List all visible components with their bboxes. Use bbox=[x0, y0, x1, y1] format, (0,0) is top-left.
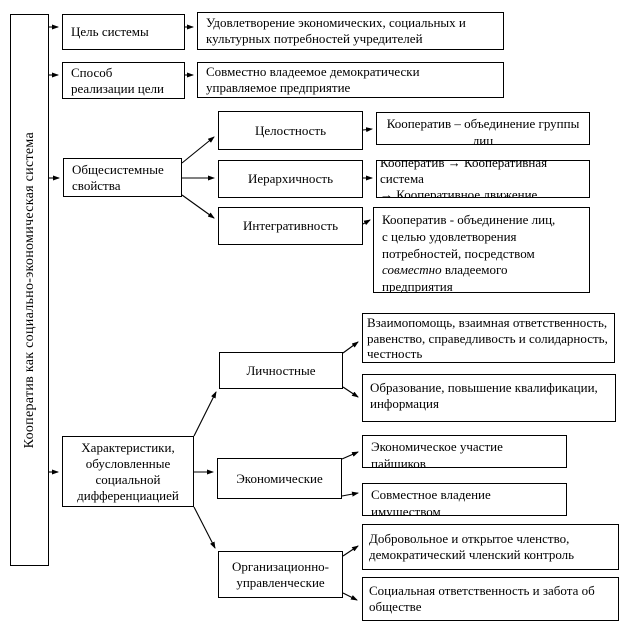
goal-content-box: Удовлетворение экономических, социальных… bbox=[197, 12, 504, 50]
goal-content: Удовлетворение экономических, социальных… bbox=[206, 15, 466, 46]
arrow-org-to-top bbox=[342, 545, 359, 557]
personal-content-bottom: Образование, повышение квалификации, инф… bbox=[370, 380, 598, 411]
org-content-top: Добровольное и открытое членство, демокр… bbox=[369, 531, 575, 562]
arrow-personal-to-top bbox=[342, 341, 359, 354]
integrativity-label-box: Интегративность bbox=[218, 207, 363, 245]
economic-content-bottom: Совместное владение имуществом bbox=[371, 487, 491, 516]
hierarchy-content: Кооператив → Кооперативная система → Коо… bbox=[380, 160, 548, 198]
integrativity-content-prefix: Кооператив - объединение лиц, с целью уд… bbox=[382, 212, 556, 261]
org-content-bottom: Социальная ответственность и забота об о… bbox=[369, 583, 595, 614]
arrow-integrativity-to-content bbox=[362, 219, 371, 226]
arrow-org-to-bottom bbox=[342, 592, 358, 601]
personal-content-bottom-box: Образование, повышение квалификации, инф… bbox=[362, 374, 616, 422]
arrow-personal-to-bottom bbox=[342, 386, 359, 398]
arrow-sysprops-to-integrativity bbox=[181, 194, 215, 219]
personal-content-top-box: Взаимопомощь, взаимная ответственность, … bbox=[362, 313, 615, 363]
integrity-label: Целостность bbox=[254, 122, 327, 138]
org-content-top-box: Добровольное и открытое членство, демокр… bbox=[362, 524, 619, 570]
method-content: Совместно владеемое демократически управ… bbox=[206, 64, 420, 95]
org-label-box: Организационно- управленческие bbox=[218, 551, 343, 598]
economic-content-bottom-box: Совместное владение имуществом bbox=[362, 483, 567, 516]
economic-content-top: Экономическое участие пайщиков bbox=[371, 439, 503, 468]
integrativity-label: Интегративность bbox=[243, 218, 338, 233]
root-system-label: Кооператив как социально-экономическая с… bbox=[21, 131, 37, 449]
method-label-box: Способ реализации цели bbox=[62, 62, 185, 99]
arrow-economic-to-bottom bbox=[341, 491, 359, 497]
arrow-integrity-to-content bbox=[362, 127, 373, 133]
system-properties-label: Общесистемные свойства bbox=[72, 161, 164, 193]
arrow-sysprops-to-integrity bbox=[181, 136, 215, 164]
org-content-bottom-box: Социальная ответственность и забота об о… bbox=[362, 577, 619, 621]
integrity-content-box: Кооператив – объединение группы лиц bbox=[376, 112, 590, 145]
arrow-chars-to-personal bbox=[193, 391, 217, 437]
personal-content-top: Взаимопомощь, взаимная ответственность, … bbox=[367, 315, 608, 362]
system-properties-label-box: Общесистемные свойства bbox=[63, 158, 182, 197]
hierarchy-label-box: Иерархичность bbox=[218, 160, 363, 198]
personal-label-box: Личностные bbox=[219, 352, 343, 389]
hierarchy-content-box: Кооператив → Кооперативная система → Коо… bbox=[376, 160, 590, 198]
method-label: Способ реализации цели bbox=[71, 64, 164, 96]
integrity-content: Кооператив – объединение группы лиц bbox=[386, 116, 580, 145]
economic-content-top-box: Экономическое участие пайщиков bbox=[362, 435, 567, 468]
method-content-box: Совместно владеемое демократически управ… bbox=[197, 62, 504, 98]
arrow-economic-to-top bbox=[341, 451, 359, 460]
integrativity-content-box: Кооператив - объединение лиц, с целью уд… bbox=[373, 207, 590, 293]
hierarchy-label: Иерархичность bbox=[247, 171, 334, 186]
economic-label: Экономические bbox=[236, 470, 323, 486]
integrativity-content-italic: совместно bbox=[382, 262, 442, 278]
characteristics-label: Характеристики, обусловленные социальной… bbox=[77, 439, 179, 503]
goal-label: Цель системы bbox=[71, 24, 149, 39]
characteristics-label-box: Характеристики, обусловленные социальной… bbox=[62, 436, 194, 507]
root-system-box: Кооператив как социально-экономическая с… bbox=[10, 14, 49, 566]
arrow-chars-to-org bbox=[193, 506, 216, 549]
goal-label-box: Цель системы bbox=[62, 14, 185, 50]
personal-label: Личностные bbox=[246, 362, 316, 378]
economic-label-box: Экономические bbox=[217, 458, 342, 499]
integrativity-content-suffix: владеемого предприятия bbox=[382, 262, 508, 293]
org-label: Организационно- управленческие bbox=[232, 558, 329, 590]
integrity-label-box: Целостность bbox=[218, 111, 363, 150]
